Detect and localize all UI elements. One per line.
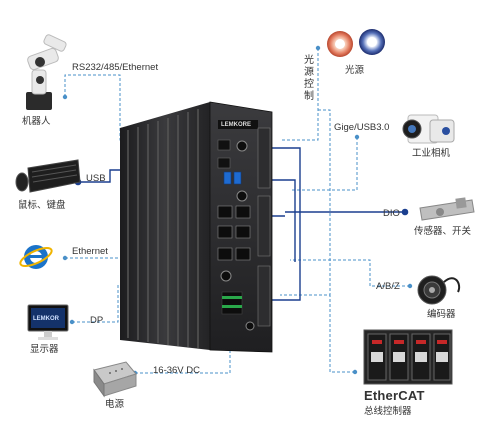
industrial-pc [120, 101, 273, 353]
device-label-display: 显示器 [30, 344, 59, 355]
link-label-dio: DIO [383, 208, 400, 219]
heatsink-fins [120, 102, 210, 350]
link-label-abz: A/B/Z [376, 281, 400, 292]
monitor-brand-label: LEMKOR [33, 316, 59, 322]
link-label-ethernet: Ethernet [72, 246, 108, 257]
link-label-usb: USB [86, 173, 106, 184]
front-connectors [217, 139, 255, 331]
sensor-icon [419, 197, 475, 221]
encoder-icon [417, 275, 461, 305]
link-label-light-control: 光源控制 [304, 55, 314, 102]
device-label-robot: 机器人 [22, 116, 51, 127]
bus-controller-icon [363, 329, 453, 385]
ethernet-globe-icon [19, 245, 53, 269]
monitor-icon [27, 304, 69, 340]
device-label-light-source: 光源 [345, 65, 365, 76]
robot-arm-icon [26, 34, 67, 110]
device-label-industrial-camera: 工业相机 [412, 148, 451, 159]
ethercat-logo: EtherCAT [364, 388, 425, 403]
link-label-dp: DP [90, 315, 104, 326]
link-label-power: 16-36V DC [153, 365, 200, 376]
industrial-camera-icon [402, 114, 455, 144]
device-label-mouse-keyboard: 鼠标、键盘 [18, 200, 66, 211]
device-label-sensor: 传感器、开关 [414, 226, 472, 237]
terminal-blocks [257, 127, 271, 327]
link-label-rs232: RS232/485/Ethernet [72, 62, 159, 73]
pc-brand-label: LEMKORE [221, 122, 251, 128]
device-label-bus-controller: 总线控制器 [364, 406, 412, 417]
light-source-icon [327, 29, 385, 57]
power-supply-icon [93, 361, 137, 398]
device-label-power-supply: 电源 [105, 399, 125, 410]
device-label-encoder: 编码器 [427, 309, 456, 320]
keyboard-mouse-icon [15, 159, 81, 193]
link-label-gige: Gige/USB3.0 [334, 122, 390, 133]
